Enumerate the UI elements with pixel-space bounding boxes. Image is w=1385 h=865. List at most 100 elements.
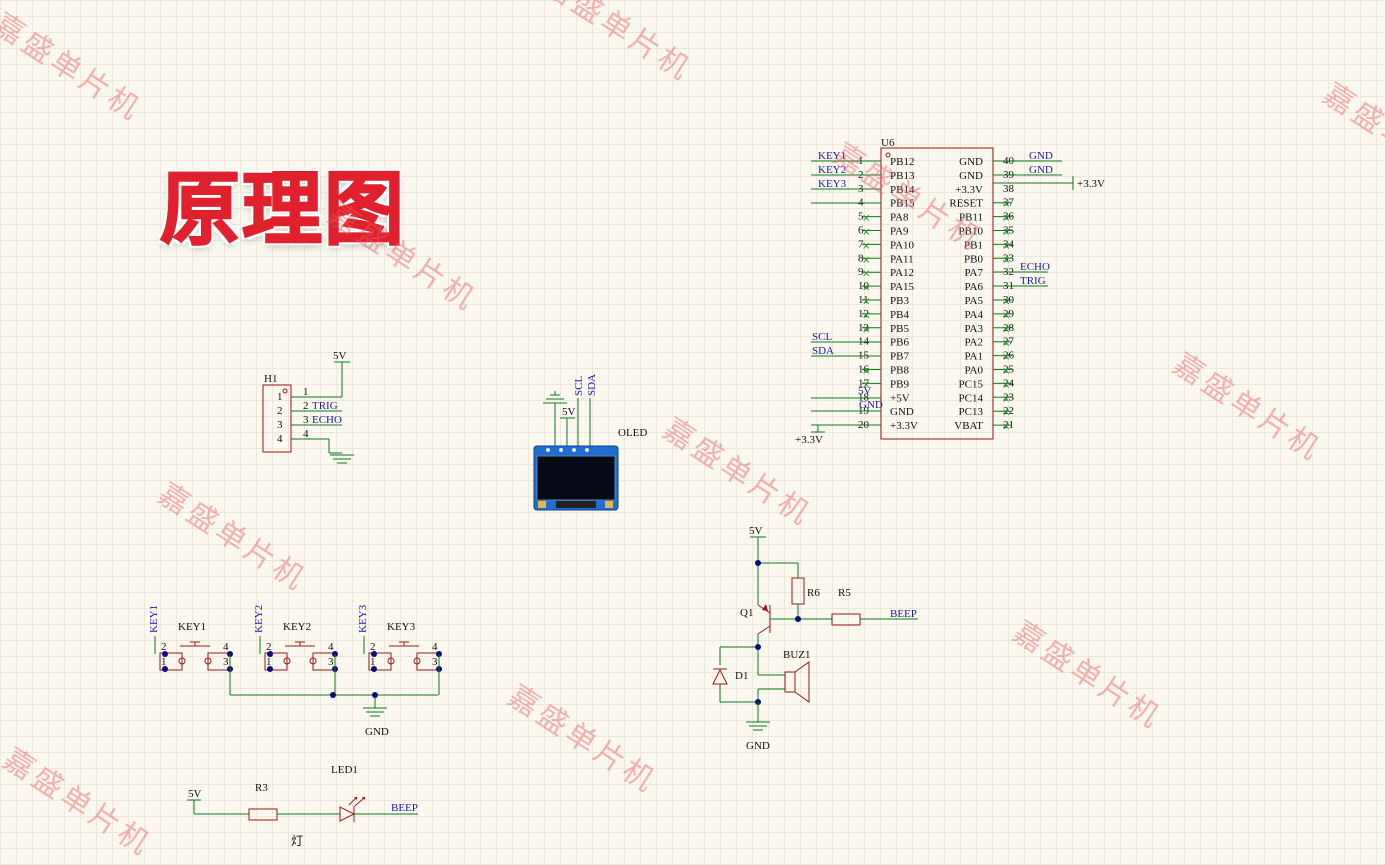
key-pin-num: 1: [266, 656, 272, 668]
u6-left-pin-name: PB8: [890, 365, 909, 377]
key-contact: [309, 657, 317, 665]
u6-left-pin-name: PB4: [890, 309, 909, 321]
oled-label: OLED: [618, 427, 647, 439]
key-contact: [204, 657, 212, 665]
u6-right-pin-name: PA4: [964, 309, 983, 321]
no-connect-mark: ✕: [862, 297, 870, 308]
key-designator: KEY1: [178, 621, 206, 633]
u6-right-pin-name: PA1: [964, 351, 983, 363]
h1-pin-label-3: 3: [277, 419, 283, 431]
key-pin-num: 1: [370, 656, 376, 668]
key-pad-left: [368, 652, 392, 671]
junction: [371, 666, 377, 672]
no-connect-mark: ✕: [862, 283, 870, 294]
oled-sda-label: SDA: [586, 374, 598, 396]
led-circuit[interactable]: 5V R3 LED1 BEEP 灯: [187, 764, 418, 848]
oled-module[interactable]: OLED 5V SCL SDA: [533, 374, 647, 511]
beep-net-led: BEEP: [391, 802, 418, 814]
r6-resistor: [791, 577, 805, 605]
no-connect-mark: ✕: [1002, 408, 1010, 419]
u6-left-pin-number: 18: [858, 391, 870, 403]
u6-left-pin-name: +5V: [890, 392, 910, 404]
buz1-label: BUZ1: [783, 649, 811, 661]
buz1-horn: [794, 661, 810, 703]
no-connect-mark: ✕: [1002, 325, 1010, 336]
no-connect-mark: ✕: [862, 367, 870, 378]
r6-label: R6: [807, 587, 820, 599]
keys-gnd-label: GND: [365, 726, 389, 738]
no-connect-mark: ✕: [1002, 255, 1010, 266]
u6-left-pin-name: PA8: [890, 212, 909, 224]
buz1-body: [784, 671, 796, 693]
junction: [371, 651, 377, 657]
led1-diode: [339, 806, 356, 822]
led1-ray: [354, 796, 366, 807]
junction: [795, 616, 801, 622]
key-contact: [413, 657, 421, 665]
u6-right-pin-number: 38: [1003, 183, 1015, 195]
u6-right-pin-name: PA0: [964, 365, 983, 377]
net-trig: TRIG: [1020, 275, 1046, 287]
u6-left-pin-name: PB3: [890, 295, 909, 307]
buzzer-gnd-label: GND: [746, 740, 770, 752]
u6-right-pin-name: PC14: [959, 392, 984, 404]
header-h1[interactable]: H1 1 2 3 4 5V 1 2 3 4 TRIG ECHO: [262, 350, 354, 464]
net-key2: KEY2: [818, 164, 846, 176]
h1-pin-num-2: 2: [303, 400, 309, 412]
no-connect-mark: ✕: [1002, 228, 1010, 239]
q1-arrow: [762, 604, 768, 611]
keys-ground: GND: [230, 692, 438, 738]
h1-body: [262, 384, 292, 453]
u6-right-pin-name: PA6: [964, 281, 983, 293]
key-pin-num: 3: [328, 656, 334, 668]
no-connect-mark: ✕: [862, 241, 870, 252]
key-pin-num: 3: [223, 656, 229, 668]
oled-5v-label: 5V: [562, 406, 576, 418]
no-connect-mark: ✕: [1002, 380, 1010, 391]
u6-right-pin-name: PB11: [959, 212, 983, 224]
no-connect-mark: ✕: [862, 325, 870, 336]
r3-resistor: [248, 808, 278, 821]
u6-right-pin-name: PA3: [964, 323, 983, 335]
net-3v3-bottom: +3.3V: [795, 434, 823, 446]
no-connect-mark: ✕: [1002, 200, 1010, 211]
h1-pin-label-4: 4: [277, 433, 283, 445]
net-scl: SCL: [812, 331, 832, 343]
u6-left-pin-number: 9: [858, 266, 864, 278]
junction: [267, 666, 273, 672]
u6-left-pin-name: PA15: [890, 281, 915, 293]
u6-right-pin-name: +3.3V: [955, 184, 983, 196]
r5-label: R5: [838, 587, 851, 599]
key-net-label: KEY2: [253, 605, 265, 633]
key-contact: [178, 657, 186, 665]
q1-label: Q1: [740, 607, 753, 619]
u6-right-pin-name: PB1: [964, 239, 983, 251]
u6-left-pin-name: PA9: [890, 226, 909, 238]
u6-left-pin-name: GND: [890, 406, 914, 418]
key-pin-num: 1: [161, 656, 167, 668]
u6-left-pin-number: 5: [858, 211, 864, 223]
page-title: 原理图: [159, 162, 406, 257]
u6-left-pin-name: PB12: [890, 156, 914, 168]
key-pin-num: 4: [328, 641, 334, 653]
junction: [755, 644, 761, 650]
no-connect-mark: ✕: [1002, 353, 1010, 364]
net-echo: ECHO: [1020, 261, 1050, 273]
h1-pin-label-2: 2: [277, 405, 283, 417]
u6-left-pin-name: PB14: [890, 184, 915, 196]
u6-left-pin-number: 7: [858, 238, 864, 250]
buzzer-circuit[interactable]: 5V R6 Q1 R5 BEEP D1 BUZ1: [712, 525, 918, 752]
junction: [267, 651, 273, 657]
h1-pin-num-3: 3: [303, 414, 309, 426]
junction: [330, 692, 336, 698]
key-pin-num: 4: [223, 641, 229, 653]
u6-left-pin-name: PB5: [890, 323, 909, 335]
key-pin-num: 3: [432, 656, 438, 668]
d1-label: D1: [735, 670, 748, 682]
oled-ribbon: [556, 501, 596, 508]
